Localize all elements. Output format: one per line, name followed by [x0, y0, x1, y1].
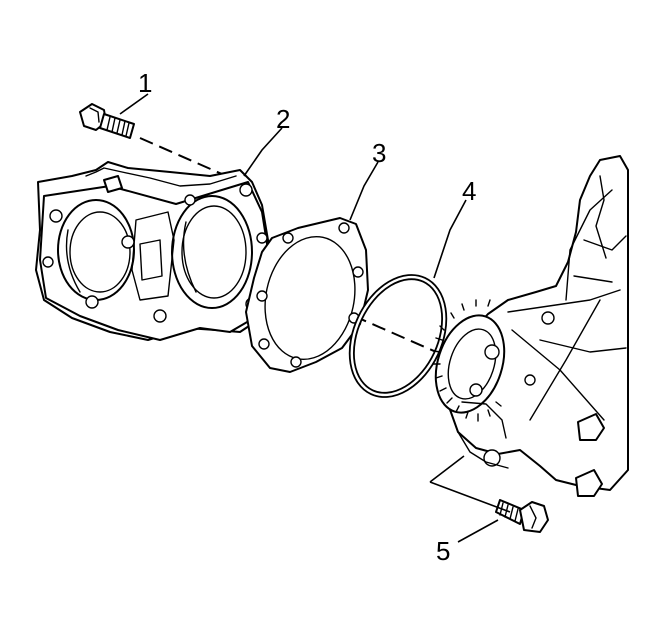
callout-5: 5: [436, 536, 450, 566]
callout-3: 3: [372, 138, 386, 168]
callout-4: 4: [462, 176, 476, 206]
callout-labels: 1 2 3 4 5: [138, 68, 476, 566]
transfer-case: [432, 155, 629, 497]
o-ring: [348, 274, 448, 398]
adapter-housing: [35, 161, 269, 341]
gasket: [245, 217, 369, 373]
bolt-upper: [79, 103, 135, 139]
bolt-lower: [495, 499, 549, 533]
callout-1: 1: [138, 68, 152, 98]
callout-2: 2: [276, 104, 290, 134]
leader-lines: [119, 93, 511, 543]
